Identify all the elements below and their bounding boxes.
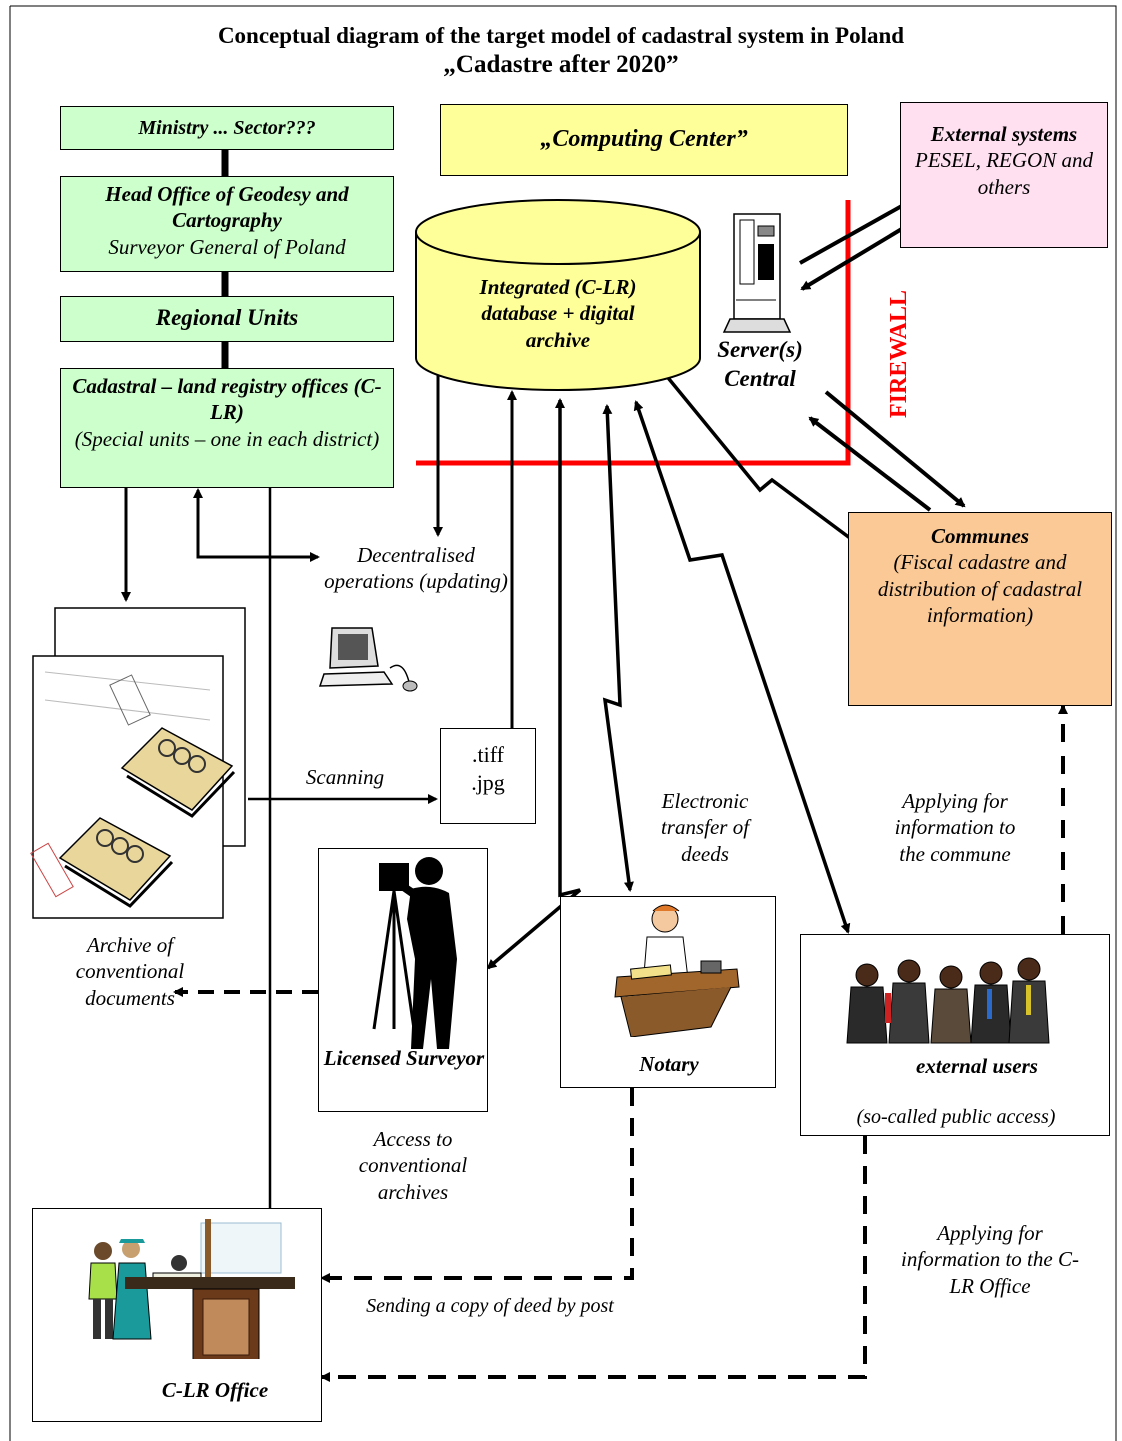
external-systems-list: PESEL, REGON and others xyxy=(915,148,1093,199)
users-office-dashed xyxy=(320,1136,867,1382)
server-label: Server(s) Central xyxy=(694,336,826,394)
server-to-external-arrow xyxy=(799,196,918,265)
communes-box: Communes (Fiscal cadastre and distributi… xyxy=(848,512,1112,706)
scanning-label: Scanning xyxy=(305,765,385,789)
diagram-title: Conceptual diagram of the target model o… xyxy=(0,22,1122,80)
notary-label: Notary xyxy=(639,1052,699,1076)
external-systems-box: External systems PESEL, REGON and others xyxy=(900,102,1108,248)
communes-to-server-arrow xyxy=(808,416,932,512)
server-icon xyxy=(722,213,792,333)
licensed-surveyor-label: Licensed Surveyor xyxy=(323,1046,485,1070)
communes-db-link xyxy=(658,366,868,552)
business-people-icon xyxy=(846,957,1050,1044)
applying-commune-label: Applying for information to the commune xyxy=(894,789,1016,866)
page-frame-top xyxy=(10,5,1117,1441)
head-office-box: Head Office of Geodesy and Cartography S… xyxy=(60,176,394,272)
office-counter-icon xyxy=(88,1219,295,1359)
applying-clr-label: Applying for information to the C-LR Off… xyxy=(901,1221,1079,1298)
clr-offices-box: Cadastral – land registry offices (C-LR)… xyxy=(60,368,394,488)
notary-office-dashed xyxy=(320,1088,634,1283)
sending-copy-label: Sending a copy of deed by post xyxy=(366,1295,614,1317)
documents-stack-icon xyxy=(30,607,246,919)
clr-office-box: C-LR Office xyxy=(32,1208,322,1422)
database-cylinder xyxy=(415,199,701,391)
server-to-communes-arrow xyxy=(824,390,966,508)
computing-center-label: „Computing Center” xyxy=(540,126,748,152)
external-users-box: external users (so-called public access) xyxy=(800,934,1110,1136)
clr-offices-label: Cadastral – land registry offices (C-LR) xyxy=(72,374,382,425)
title-line-1: Conceptual diagram of the target model o… xyxy=(217,23,905,48)
regional-units-label: Regional Units xyxy=(155,305,299,330)
surveyor-general-label: Surveyor General of Poland xyxy=(108,234,346,259)
title-line-2: „Cadastre after 2020” xyxy=(443,50,679,78)
external-to-server-arrow xyxy=(800,222,912,291)
licensed-surveyor-box: Licensed Surveyor xyxy=(318,848,488,1112)
ministry-label: Ministry ... Sector??? xyxy=(138,117,316,139)
regional-units-box: Regional Units xyxy=(60,296,394,342)
notary-person-icon xyxy=(614,904,740,1037)
server-line-1: Server(s) xyxy=(717,337,803,362)
surveyor-db-link xyxy=(486,398,582,970)
electronic-transfer-label: Electronic transfer of deeds xyxy=(660,789,750,866)
computing-center-box: „Computing Center” xyxy=(440,104,848,176)
decentralised-label: Decentralised operations (updating) xyxy=(324,543,508,594)
communes-description: (Fiscal cadastre and distribution of cad… xyxy=(877,550,1083,627)
jpg-label: .jpg xyxy=(471,769,505,795)
tiff-label: .tiff xyxy=(472,742,504,767)
decentralised-arrow xyxy=(193,488,320,562)
head-office-label: Head Office of Geodesy and Cartography xyxy=(105,182,349,233)
public-access-label: (so-called public access) xyxy=(856,1106,1056,1128)
external-systems-label: External systems xyxy=(930,122,1078,146)
clr-office-label: C-LR Office xyxy=(161,1378,269,1402)
server-line-2: Central xyxy=(724,365,796,391)
database-label: Integrated (C-LR) database + digital arc… xyxy=(479,275,637,352)
archive-label: Archive of conventional documents xyxy=(75,933,185,1010)
access-archives-label: Access to conventional archives xyxy=(358,1127,468,1204)
special-units-label: (Special units – one in each district) xyxy=(74,426,380,451)
ministry-box: Ministry ... Sector??? xyxy=(60,106,394,150)
firewall-label: FIREWALL xyxy=(886,289,912,419)
communes-label: Communes xyxy=(930,524,1030,548)
surveyor-silhouette-icon xyxy=(372,857,457,1049)
external-users-label: external users xyxy=(916,1054,1038,1078)
notary-box: Notary xyxy=(560,896,776,1088)
computer-icon-decentralised xyxy=(318,627,418,692)
notary-db-link xyxy=(602,404,634,892)
file-formats-box: .tiff .jpg xyxy=(440,728,536,824)
